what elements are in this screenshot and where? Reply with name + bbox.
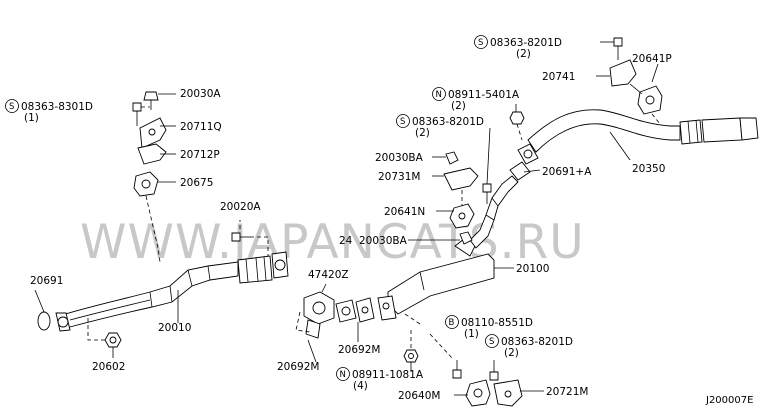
nut-08911-1081a [403,349,419,363]
label-20731m: 20731M [378,171,420,183]
label-20030a: 20030A [180,88,221,100]
nut-08911-5401a [509,111,525,125]
mounting-rubber-20675 [133,171,159,197]
main-muffler-20100 [377,235,495,321]
label-20010: 20010 [158,322,191,334]
label-20602: 20602 [92,361,125,373]
bracket-20731m [443,167,479,191]
bracket-20712p [137,143,167,165]
svg-text:08363-8201D: 08363-8201D [501,336,573,348]
label-20711q: 20711Q [180,121,222,133]
bolt-08363-8201d-a [613,37,623,60]
diagram-code: J200007E [705,395,753,406]
svg-text:(2): (2) [504,347,519,359]
callout-b-08110-8551d: B 08110-8551D (1) [445,315,533,340]
svg-text:08363-8201D: 08363-8201D [412,116,484,128]
svg-text:(2): (2) [415,127,430,139]
mounting-rubber-20641n [449,203,475,229]
label-20640m: 20640M [398,390,440,402]
label-20691a: 20691+A [542,166,592,178]
bolt-20030a [143,91,159,110]
label-20712p: 20712P [180,149,220,161]
bracket-20711q [139,117,167,149]
callout-n-08911-5401a: N 08911-5401A (2) [432,87,520,112]
label-20030ba-b: 20030BA [359,235,408,247]
bolt-20030ba-a [445,151,459,165]
svg-text:B: B [449,318,455,328]
svg-text:S: S [478,38,483,48]
svg-text:(2): (2) [451,100,466,112]
mounting-rubber-20640m [465,379,491,407]
tail-pipe-20350 [527,109,759,153]
svg-text:08911-5401A: 08911-5401A [448,89,520,101]
callout-s-08363-8301d: S 08363-8301D (1) [5,99,93,124]
label-20030ba-a: 20030BA [375,152,424,164]
label-20692m-a: 20692M [277,361,319,373]
label-47420z: 47420Z [308,269,349,281]
bolt-08363-8301d [132,102,142,126]
front-tube-assembly [55,251,289,332]
callout-s-08363-8201d-a: S 08363-8201D (2) [474,35,562,60]
label-20721m: 20721M [546,386,588,398]
mounting-rubber-20641p [637,85,663,115]
bolt-20030ba-b [459,231,473,245]
bracket-20741 [609,59,637,87]
label-20350: 20350 [632,163,665,175]
label-20641p: 20641P [632,53,672,65]
label-20741: 20741 [542,71,575,83]
bolt-08363-8201d-b [482,183,492,204]
svg-text:S: S [9,102,14,112]
svg-text:08363-8201D: 08363-8201D [490,37,562,49]
center-tube [469,143,539,249]
label-20641n: 20641N [384,206,425,218]
label-20692m-b: 20692M [338,344,380,356]
label-20020a: 20020A [220,201,261,213]
watermark-text: WWW.JAPANCATS.RU [80,215,585,270]
svg-text:S: S [400,117,405,127]
callout-s-08363-8201d-b: S 08363-8201D (2) [396,114,484,139]
svg-text:08363-8301D: 08363-8301D [21,101,93,113]
bolt-08110-8551d [452,360,462,379]
svg-text:N: N [436,90,442,100]
label-20691: 20691 [30,275,63,287]
svg-text:S: S [489,337,494,347]
svg-text:N: N [340,370,346,380]
svg-text:(1): (1) [464,328,479,340]
svg-text:(4): (4) [353,380,368,392]
heated-oxygen-sensor-47420z [303,291,335,339]
svg-text:(2): (2) [516,48,531,60]
label-24: 24 [339,235,353,247]
callout-s-08363-8201d-c: S 08363-8201D (2) [485,334,573,359]
bolt-20020a [231,232,250,242]
bracket-20721m [493,379,523,407]
callout-n-08911-1081a: N 08911-1081A (4) [336,367,424,392]
bolt-08363-8201d-c [489,371,499,381]
svg-text:(1): (1) [24,112,39,124]
svg-text:08110-8551D: 08110-8551D [461,317,533,329]
label-20100: 20100 [516,263,549,275]
gasket-20691 [37,311,51,331]
label-20675: 20675 [180,177,213,189]
gasket-20692m-a [335,299,357,323]
gasket-20692m-b [355,297,375,323]
svg-text:08911-1081A: 08911-1081A [352,369,424,381]
nut-20602 [104,332,122,348]
